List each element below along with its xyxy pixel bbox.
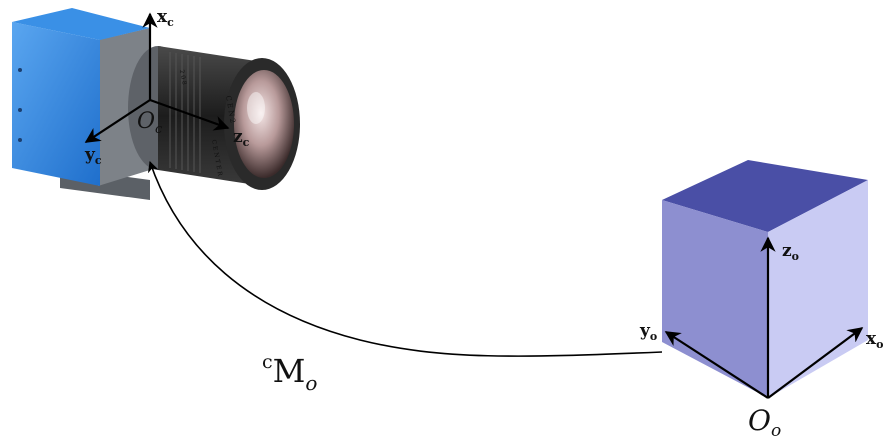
- lens-glass: [234, 70, 294, 178]
- camera-y-label: yc: [84, 145, 102, 167]
- transform-arrow: [147, 160, 663, 357]
- lens-text: 2 0 8: [178, 69, 188, 85]
- cube-left-face: [662, 200, 768, 398]
- camera-body: [12, 22, 100, 186]
- object-y-axis: [664, 331, 769, 399]
- lens-highlight: [247, 92, 265, 124]
- screw: [18, 68, 22, 72]
- screw: [18, 108, 22, 112]
- camera: C E N 2 C E N T E R 2 0 8 xc zc yc Oc: [12, 7, 300, 200]
- camera-z-label: zc: [233, 127, 250, 149]
- camera-x-label: xc: [157, 7, 174, 29]
- object-y-label: yo: [639, 321, 657, 343]
- camera-y-axis: [84, 99, 151, 143]
- camera-origin-label: Oc: [137, 109, 163, 137]
- object-x-axis: [767, 327, 864, 399]
- transform-label: cMo: [262, 351, 317, 395]
- camera-z-axis: [149, 98, 230, 131]
- object-x-label: xo: [866, 329, 883, 351]
- camera-body-top: [12, 8, 150, 40]
- screw: [18, 138, 22, 142]
- object-z-label: zo: [782, 241, 799, 263]
- cube-top-face: [662, 160, 868, 232]
- object-cube: zo yo xo Oo: [639, 160, 883, 441]
- object-origin-label: Oo: [748, 404, 781, 441]
